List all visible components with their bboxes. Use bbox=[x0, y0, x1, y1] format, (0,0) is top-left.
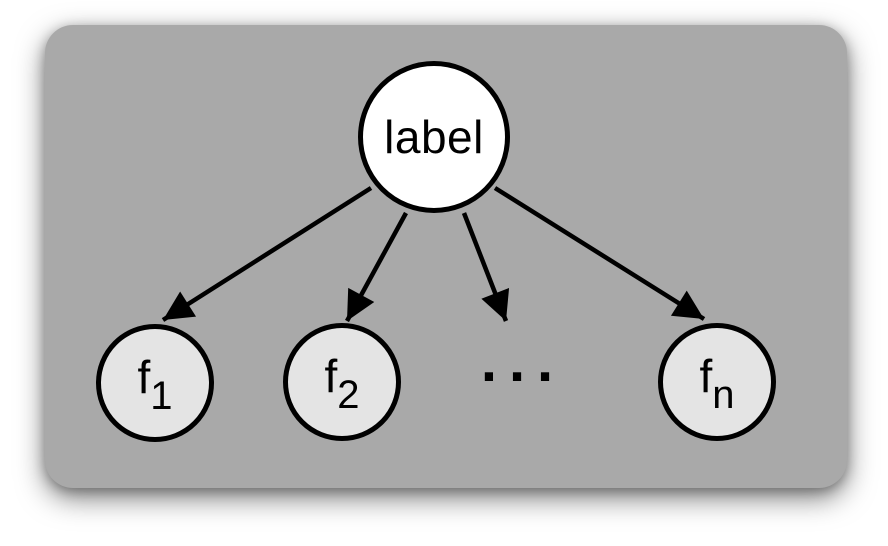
feature-node-fn-text: fn bbox=[699, 350, 735, 417]
ellipsis-dots: ... bbox=[480, 329, 566, 394]
feature-node-f2-text: f2 bbox=[324, 350, 360, 417]
label-node-text: label bbox=[384, 111, 484, 163]
feature-node-f2: f2 bbox=[283, 323, 401, 441]
feature-node-fn: fn bbox=[658, 323, 776, 441]
feature-node-f1-text: f1 bbox=[137, 351, 173, 418]
label-node: label bbox=[358, 61, 510, 213]
feature-node-f1: f1 bbox=[96, 324, 214, 442]
